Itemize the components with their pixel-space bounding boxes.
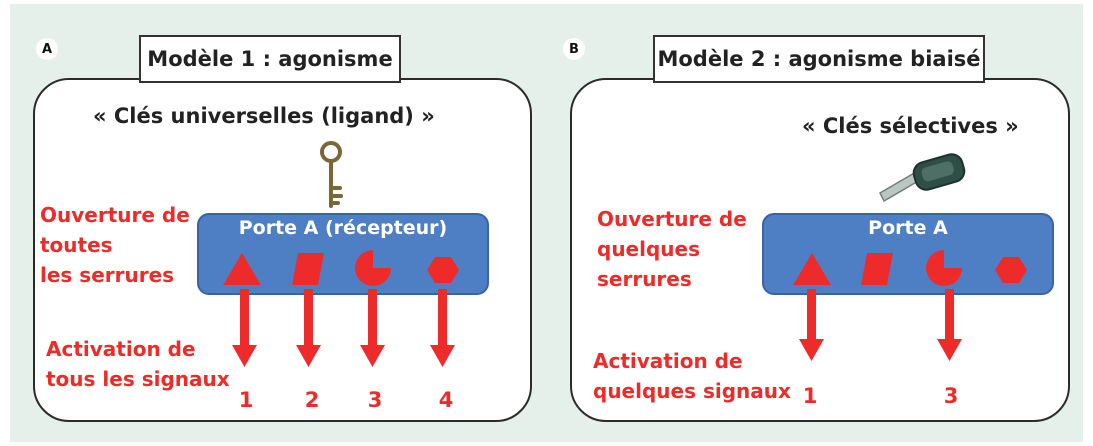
opening-line-3: serrures	[597, 267, 692, 291]
panel-a-signal-2: 2	[304, 388, 320, 412]
panel-a-title: Modèle 1 : agonisme	[139, 35, 401, 83]
panel-b-opening-label: Ouverture de quelques serrures	[597, 204, 747, 294]
down-arrow-icon	[232, 289, 257, 367]
parallelogram-lock-icon	[292, 253, 324, 285]
panel-b-subtitle: « Clés sélectives »	[802, 114, 1019, 138]
opening-line-2: toutes	[40, 233, 113, 257]
panel-b-signal-3: 3	[943, 384, 959, 408]
activation-line-1: Activation de	[46, 337, 196, 361]
opening-line-1: Ouverture de	[597, 207, 747, 231]
triangle-lock-icon	[223, 253, 261, 285]
opening-line-2: quelques	[597, 237, 700, 261]
activation-line-2: quelques signaux	[593, 379, 791, 403]
opening-line-3: les serrures	[40, 263, 175, 287]
down-arrow-icon	[937, 289, 962, 361]
down-arrow-icon	[296, 289, 321, 367]
panel-a-door-label: Porte A (récepteur)	[238, 217, 448, 239]
activation-line-1: Activation de	[593, 349, 743, 373]
panel-b-title: Modèle 2 : agonisme biaisé	[653, 35, 985, 83]
panel-a-signal-3: 3	[367, 388, 383, 412]
panel-a-subtitle: « Clés universelles (ligand) »	[93, 104, 435, 128]
activation-line-2: tous les signaux	[46, 367, 230, 391]
hexagon-lock-icon	[995, 257, 1027, 283]
down-arrow-icon	[430, 289, 455, 367]
antique-key-icon	[320, 141, 343, 208]
opening-line-1: Ouverture de	[40, 203, 190, 227]
panel-b-door-label: Porte A	[868, 217, 948, 239]
panel-a-activation-label: Activation de tous les signaux	[46, 334, 230, 394]
panel-a-opening-label: Ouverture de toutes les serrures	[40, 200, 190, 290]
panel-b-activation-label: Activation de quelques signaux	[593, 346, 791, 406]
panel-a-badge: A	[36, 38, 58, 60]
parallelogram-lock-icon	[861, 253, 893, 285]
pacman-lock-icon	[926, 250, 962, 286]
panel-b-badge: B	[563, 38, 585, 60]
panel-a-signal-4: 4	[438, 388, 454, 412]
down-arrow-icon	[360, 289, 385, 367]
pacman-lock-icon	[355, 250, 391, 286]
hexagon-lock-icon	[427, 257, 459, 283]
panel-a-signal-1: 1	[238, 388, 254, 412]
panel-b-signal-1: 1	[802, 384, 818, 408]
modern-key-icon	[879, 153, 966, 203]
down-arrow-icon	[799, 289, 824, 361]
triangle-lock-icon	[793, 253, 831, 285]
